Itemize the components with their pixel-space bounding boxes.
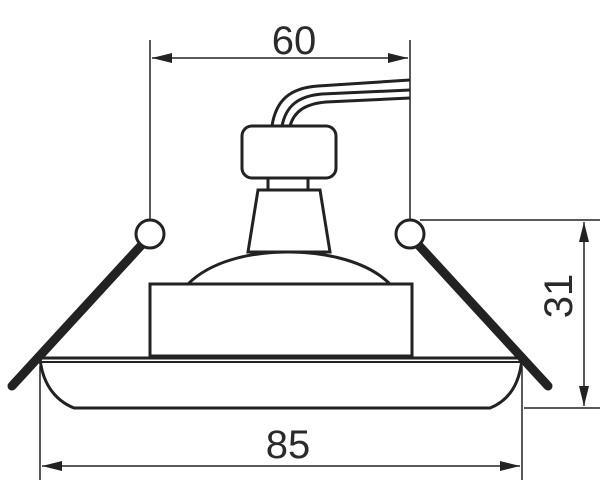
connector-neck — [266, 176, 310, 192]
height-label: 31 — [537, 274, 581, 319]
lamp-body — [7, 78, 553, 410]
dimension-top-width: 60 — [149, 19, 411, 220]
connector-block — [240, 124, 338, 180]
housing — [148, 282, 414, 358]
cable — [270, 78, 411, 127]
top-width-label: 60 — [272, 19, 317, 63]
bezel-frame — [38, 356, 524, 410]
lamp-holder — [246, 188, 332, 254]
reflector-dome — [186, 250, 392, 286]
bottom-width-label: 85 — [266, 423, 311, 467]
dimension-bottom-width: 85 — [39, 366, 523, 480]
dimension-height: 31 — [420, 219, 600, 409]
